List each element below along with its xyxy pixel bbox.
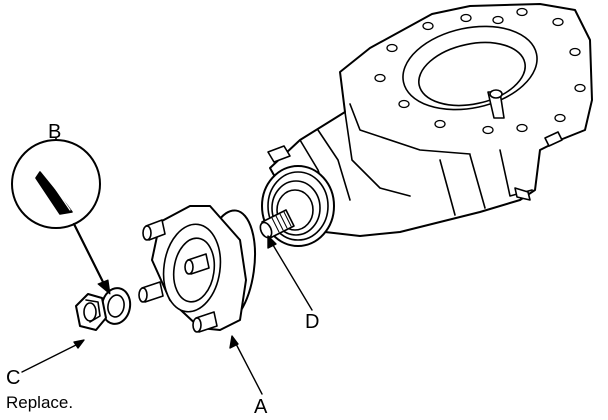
differential-housing bbox=[259, 3, 593, 247]
washer bbox=[100, 287, 132, 325]
leader-lines bbox=[21, 235, 313, 395]
label-c: C bbox=[6, 367, 21, 389]
flange-studs bbox=[138, 219, 218, 333]
lock-nut bbox=[75, 293, 107, 331]
detail-callout-b bbox=[11, 137, 111, 295]
label-a: A bbox=[254, 396, 268, 418]
replace-note: Replace. bbox=[6, 393, 74, 412]
label-d: D bbox=[305, 311, 320, 333]
companion-flange bbox=[138, 205, 256, 333]
label-b: B bbox=[48, 121, 62, 143]
